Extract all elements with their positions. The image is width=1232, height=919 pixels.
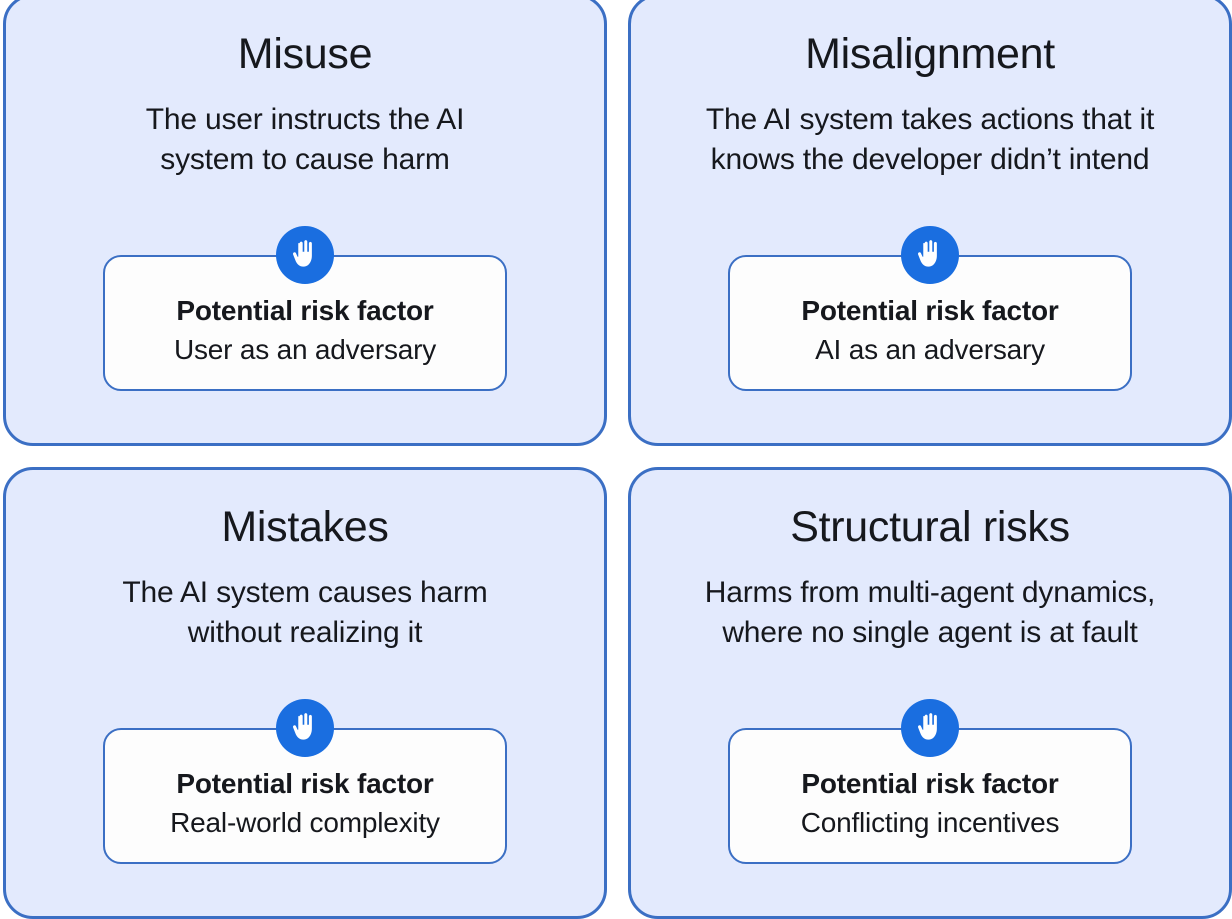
card-title: Misalignment <box>805 30 1055 78</box>
front-hand-icon <box>901 699 959 757</box>
risk-card-structural-risks: Structural risks Harms from multi-agent … <box>628 467 1232 919</box>
risk-factor-label: Potential risk factor <box>176 768 434 799</box>
card-title: Structural risks <box>790 503 1070 551</box>
risk-card-mistakes: Mistakes The AI system causes harm witho… <box>3 467 607 919</box>
card-title: Misuse <box>237 30 373 78</box>
card-description: The AI system causes harm without realiz… <box>122 576 488 649</box>
risk-card-misuse: Misuse The user instructs the AI system … <box>3 0 607 446</box>
front-hand-icon <box>901 226 959 284</box>
risk-factor-value: User as an adversary <box>173 334 437 365</box>
risk-factor-panel-wrap: Potential risk factor Conflicting incent… <box>728 699 1132 864</box>
risk-factor-value: Real-world complexity <box>170 807 440 838</box>
card-title: Mistakes <box>221 503 389 551</box>
front-hand-icon <box>276 699 334 757</box>
risk-factor-label: Potential risk factor <box>801 295 1059 326</box>
risk-factor-value: AI as an adversary <box>815 334 1045 365</box>
card-description: Harms from multi-agent dynamics, where n… <box>704 576 1156 649</box>
risk-factor-panel-wrap: Potential risk factor AI as an adversary <box>728 226 1132 391</box>
risk-card-misalignment: Misalignment The AI system takes actions… <box>628 0 1232 446</box>
front-hand-icon <box>276 226 334 284</box>
risk-factor-label: Potential risk factor <box>801 768 1059 799</box>
risk-factor-panel-wrap: Potential risk factor User as an adversa… <box>103 226 507 391</box>
card-description: The user instructs the AI system to caus… <box>145 103 465 176</box>
risk-factor-panel-wrap: Potential risk factor Real-world complex… <box>103 699 507 864</box>
risk-factor-value: Conflicting incentives <box>800 807 1060 838</box>
risk-factor-label: Potential risk factor <box>176 295 434 326</box>
card-description: The AI system takes actions that it know… <box>705 103 1155 176</box>
